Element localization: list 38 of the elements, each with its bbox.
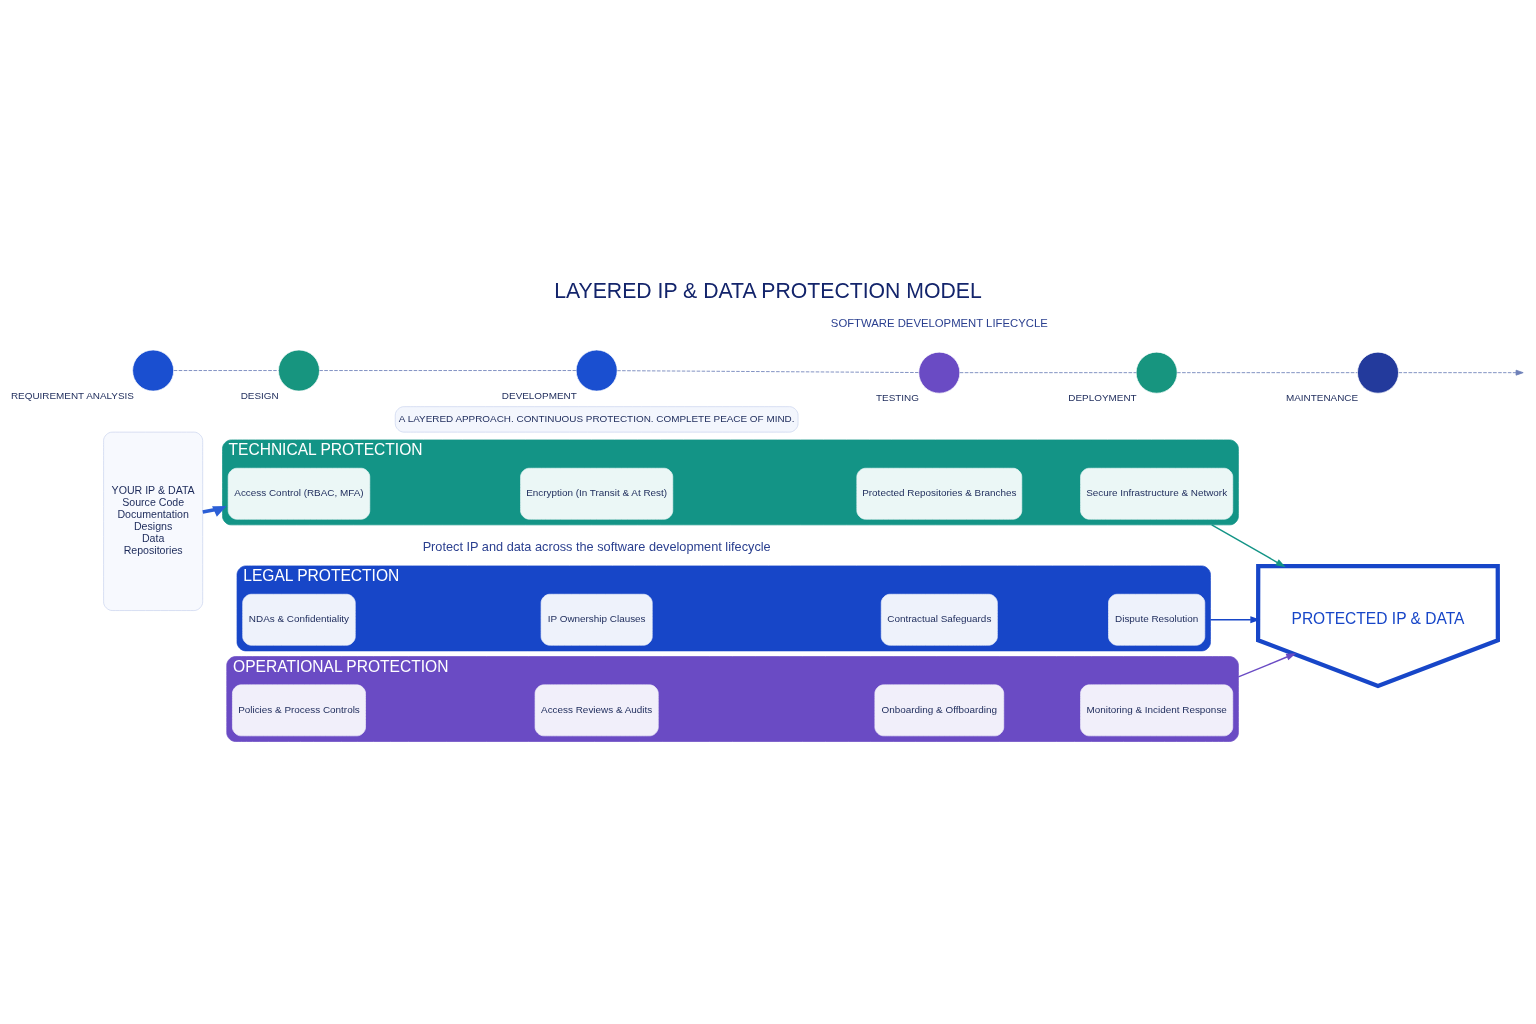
node-box: Onboarding & Offboarding	[874, 684, 1005, 736]
node-circle	[575, 349, 618, 391]
node-box: Access Control (RBAC, MFA)	[227, 467, 371, 520]
node-box: NDAs & Confidentiality	[242, 593, 356, 646]
node-box: Policies & Process Controls	[232, 684, 366, 736]
label: Protect IP and data across the software development lifecycle	[422, 538, 771, 554]
diagram-title: LAYERED IP & DATA PROTECTION MODEL	[554, 278, 982, 302]
node-box: Dispute Resolution	[1108, 593, 1206, 646]
connector	[1176, 371, 1358, 373]
connector	[617, 369, 920, 373]
connector	[173, 369, 279, 371]
node-box: Monitoring & Incident Response	[1080, 684, 1234, 736]
connector	[319, 369, 577, 371]
arrow	[202, 505, 227, 517]
node-label: TESTING	[876, 391, 919, 403]
node-box: A LAYERED APPROACH. CONTINUOUS PROTECTION. COMPLETE PEACE OF MIND.	[394, 405, 799, 432]
arrow	[1211, 523, 1286, 567]
node-box: IP Ownership Clauses	[540, 593, 653, 646]
node-box: Secure Infrastructure & Network	[1080, 467, 1234, 520]
node-label: REQUIREMENT ANALYSIS	[10, 389, 134, 401]
node-box: Encryption (In Transit & At Rest)	[520, 467, 674, 520]
node-box: YOUR IP & DATA Source Code Documentation Designs Data Repositories	[103, 431, 204, 611]
node-label: MAINTENANCE	[1286, 391, 1359, 403]
node-circle	[918, 351, 961, 394]
connector	[959, 371, 1137, 373]
node-circle	[1357, 351, 1399, 394]
arrow	[1237, 652, 1297, 678]
label: SOFTWARE DEVELOPMENT LIFECYCLE	[830, 316, 1048, 329]
node-box: Access Reviews & Audits	[534, 684, 659, 736]
node-circle	[278, 349, 320, 391]
node-label: DESIGN	[240, 389, 279, 401]
node-circle	[1135, 351, 1178, 394]
node-box: Protected Repositories & Branches	[856, 467, 1023, 520]
node-circle	[132, 349, 175, 391]
node-label: DEPLOYMENT	[1068, 391, 1137, 403]
node-label: DEVELOPMENT	[501, 389, 577, 401]
node-box: Contractual Safeguards	[880, 593, 998, 646]
arrow	[1398, 369, 1524, 376]
